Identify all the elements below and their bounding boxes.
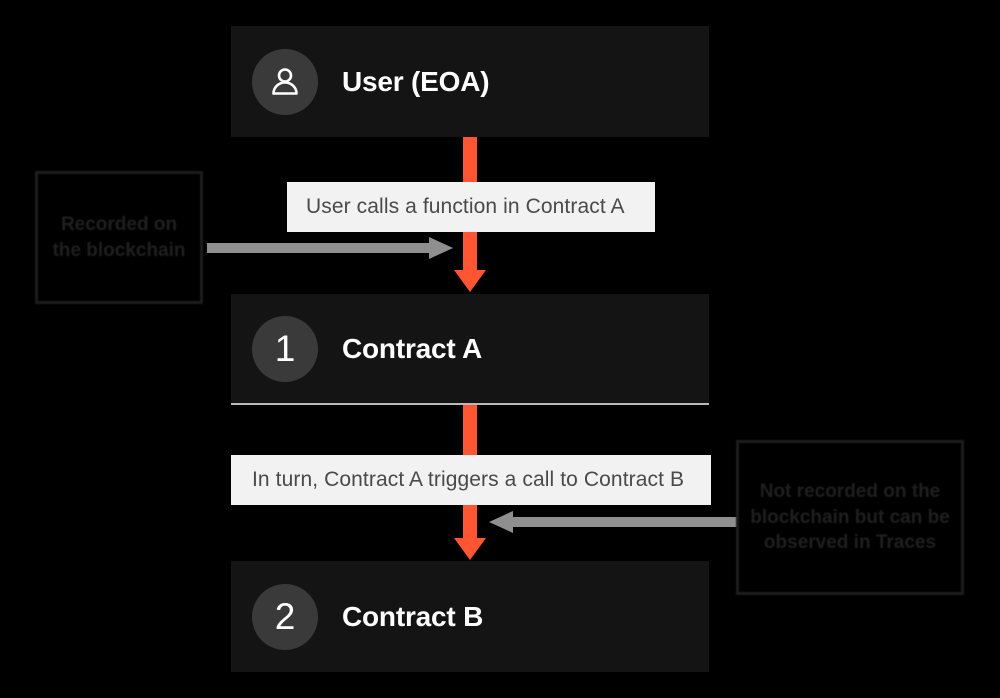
node-user-eoa[interactable]: User (EOA) [231,26,709,137]
arrow-shaft [207,243,431,253]
node-title: Contract B [342,600,484,632]
gray-arrow-pointing-left [489,511,737,533]
edge-label-user-calls-contract-a: User calls a function in Contract A [287,182,655,232]
gray-arrow-pointing-right [207,237,453,259]
step-number-badge: 2 [252,583,318,650]
node-contract-a[interactable]: 1 Contract A [231,294,709,405]
arrow-shaft [513,517,737,527]
node-title: Contract A [342,332,483,364]
edge-label-contract-a-calls-contract-b: In turn, Contract A triggers a call to C… [231,455,711,505]
node-title: User (EOA) [342,65,490,97]
node-contract-b[interactable]: 2 Contract B [231,561,709,672]
step-number-badge: 1 [252,315,318,382]
callout-recorded-on-blockchain: Recorded on the blockchain [35,171,203,304]
person-icon [252,48,318,115]
arrow-head [454,538,486,560]
arrow-head [454,270,486,292]
callout-not-recorded-on-blockchain: Not recorded on the blockchain but can b… [736,440,964,595]
arrow-head [429,237,453,259]
arrow-head [489,511,513,533]
